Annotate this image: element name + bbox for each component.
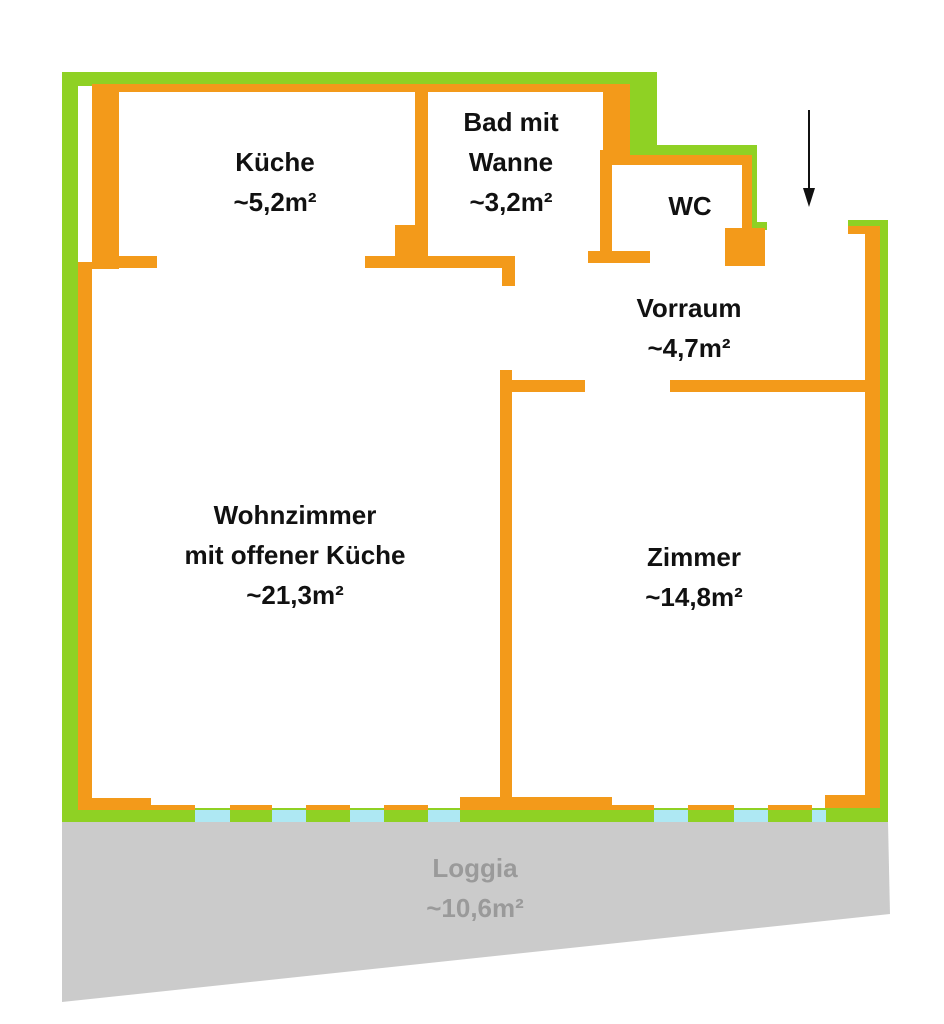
room-name: Zimmer	[647, 542, 741, 572]
interior-walls	[78, 84, 880, 810]
room-label-zimmer: Zimmer ~14,8m²	[645, 537, 743, 617]
room-area: ~14,8m²	[645, 582, 743, 612]
room-label-wohnzimmer: Wohnzimmer mit offener Küche ~21,3m²	[184, 495, 405, 615]
room-name-line2: mit offener Küche	[184, 540, 406, 570]
room-name-line1: Bad mit	[463, 107, 559, 137]
room-name: Küche	[235, 147, 315, 177]
room-area: ~5,2m²	[233, 187, 317, 217]
room-area: ~3,2m²	[469, 187, 553, 217]
room-name-line2: Wanne	[468, 147, 554, 177]
room-name: Vorraum	[636, 293, 742, 323]
room-label-kueche: Küche ~5,2m²	[233, 142, 316, 222]
room-label-vorraum: Vorraum ~4,7m²	[637, 288, 742, 368]
room-name: WC	[668, 191, 712, 221]
loggia-area	[62, 822, 890, 1002]
exterior-walls	[62, 72, 888, 822]
arrow-down-icon	[803, 110, 815, 207]
room-area: ~10,6m²	[426, 893, 524, 923]
room-label-bad: Bad mit Wanne ~3,2m²	[463, 102, 558, 222]
room-name: Loggia	[432, 853, 518, 883]
room-label-wc: WC	[668, 186, 711, 226]
windows	[195, 810, 826, 822]
room-name-line1: Wohnzimmer	[213, 500, 377, 530]
room-label-loggia: Loggia ~10,6m²	[426, 848, 524, 928]
room-area: ~4,7m²	[647, 333, 731, 363]
room-area: ~21,3m²	[246, 580, 344, 610]
